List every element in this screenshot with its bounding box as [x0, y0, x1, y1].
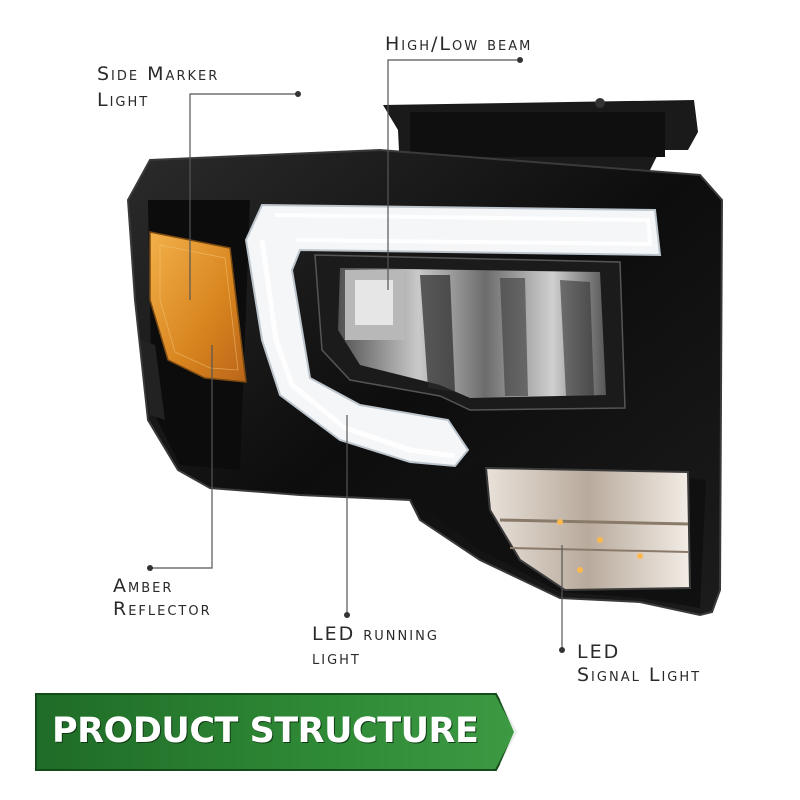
leader-side-marker — [189, 93, 298, 300]
led-running-light — [244, 203, 662, 468]
leader-amber — [150, 345, 213, 569]
mounting-bracket — [383, 98, 698, 172]
high-low-beam-lens — [314, 254, 626, 411]
product-structure-title: PRODUCT STRUCTURE — [52, 711, 479, 751]
leader-dot-drl — [344, 612, 350, 618]
led-signal-light — [484, 466, 692, 592]
leader-dot-high-low-beam — [517, 57, 523, 63]
label-amber-line1: Amber — [113, 575, 174, 597]
leader-dot-side-marker — [295, 91, 301, 97]
amber-reflector — [149, 231, 247, 383]
label-drl-line1: LED running — [312, 623, 439, 645]
label-side-marker-line2: Light — [97, 89, 150, 111]
label-drl-line2: light — [312, 647, 361, 669]
label-side-marker-line1: Side Marker — [97, 63, 220, 85]
callout-leaders — [147, 57, 565, 653]
label-amber-line2: Reflector — [113, 598, 212, 620]
label-high-low-beam: High/Low beam — [385, 33, 533, 55]
label-signal-line2: Signal Light — [577, 664, 702, 686]
label-signal-line1: LED — [577, 641, 621, 663]
product-structure-banner-shape — [35, 693, 520, 771]
leader-high-low-beam — [387, 59, 520, 290]
leader-dot-amber — [147, 565, 153, 571]
leader-dot-signal — [559, 647, 565, 653]
